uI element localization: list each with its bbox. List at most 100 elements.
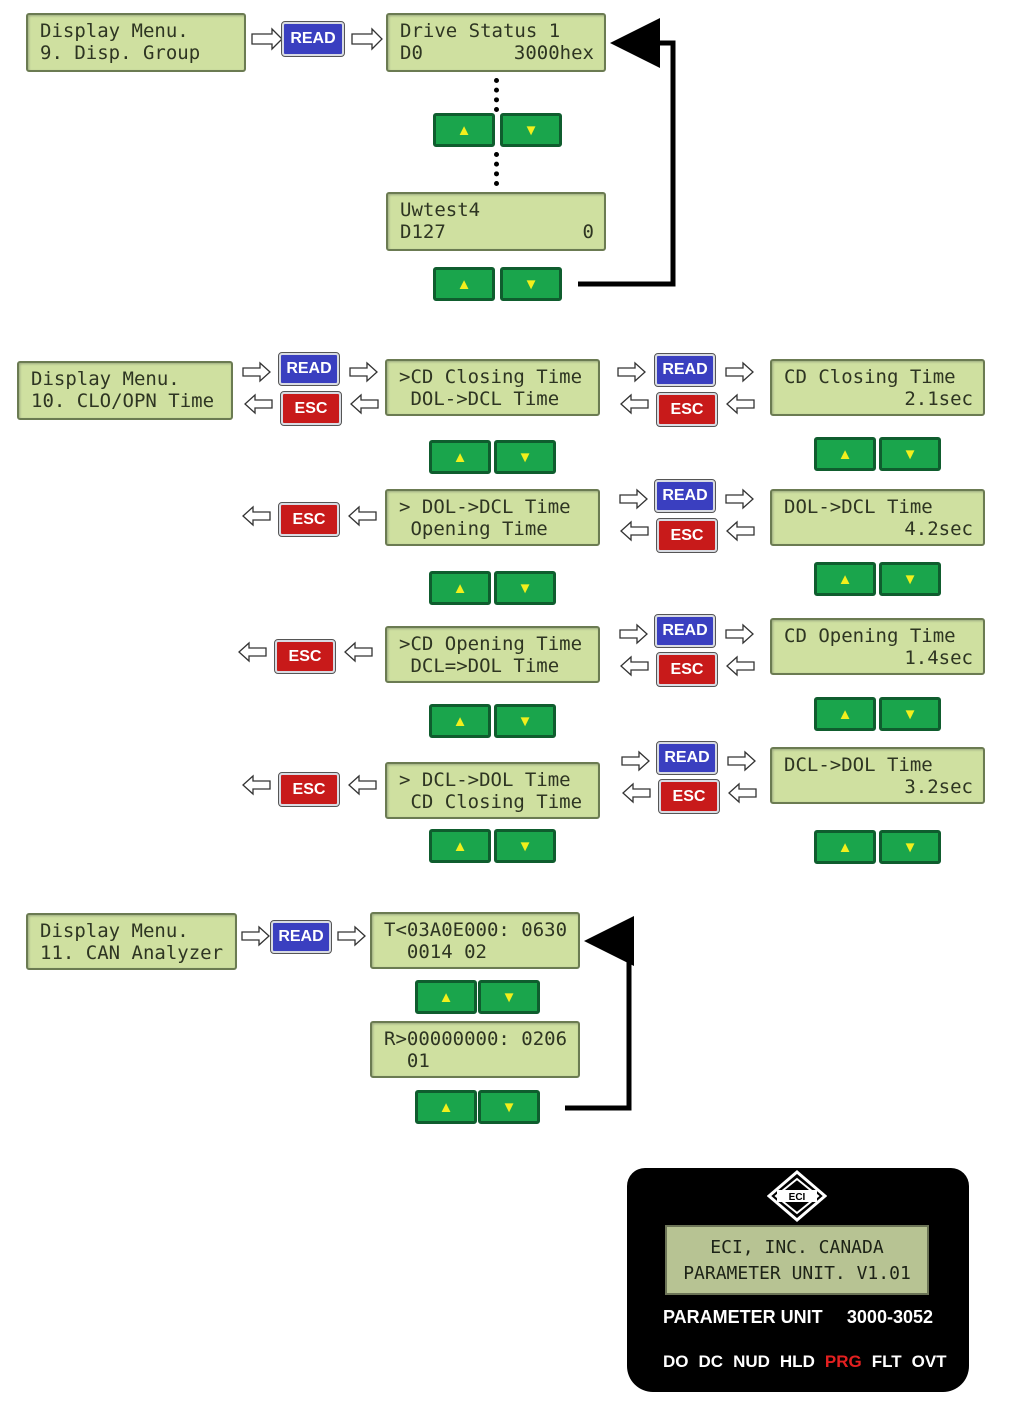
hollow-arrows xyxy=(238,27,757,947)
read-button[interactable]: READ xyxy=(656,741,718,775)
read-button[interactable]: READ xyxy=(270,920,332,954)
dol-dcl-time-select-lcd: > DOL->DCL Time Opening Time xyxy=(385,489,600,546)
down-button[interactable]: ▼ xyxy=(879,830,941,864)
arrow-right-icon xyxy=(619,623,648,645)
arrow-right-icon xyxy=(725,488,754,510)
eci-logo-icon: ECI xyxy=(767,1170,827,1222)
down-button[interactable]: ▼ xyxy=(494,440,556,474)
cd-opening-time-select-lcd: >CD Opening Time DCL=>DOL Time xyxy=(385,626,600,683)
esc-button[interactable]: ESC xyxy=(280,391,342,426)
up-button[interactable]: ▲ xyxy=(814,437,876,471)
esc-button[interactable]: ESC xyxy=(656,652,718,687)
display-menu-9-lcd: Display Menu. 9. Disp. Group xyxy=(26,13,246,72)
status-prg: PRG xyxy=(824,1352,862,1371)
down-button[interactable]: ▼ xyxy=(494,829,556,863)
esc-button[interactable]: ESC xyxy=(656,392,718,427)
up-button[interactable]: ▲ xyxy=(429,571,491,605)
arrow-right-icon xyxy=(725,361,754,383)
up-button[interactable]: ▲ xyxy=(429,704,491,738)
arrow-right-icon xyxy=(619,488,648,510)
up-button[interactable]: ▲ xyxy=(415,1090,477,1124)
arrow-left-icon xyxy=(350,393,379,415)
arrow-left-icon xyxy=(242,505,271,527)
down-button[interactable]: ▼ xyxy=(879,697,941,731)
can-tx-lcd: T<03A0E000: 0630 0014 02 xyxy=(370,912,580,969)
arrow-right-icon xyxy=(242,361,271,383)
up-button[interactable]: ▲ xyxy=(415,980,477,1014)
can-rx-lcd: R>00000000: 0206 01 xyxy=(370,1021,580,1078)
arrow-right-icon xyxy=(617,361,646,383)
arrow-left-icon xyxy=(344,641,373,663)
arrow-left-icon xyxy=(620,520,649,542)
down-button[interactable]: ▼ xyxy=(879,437,941,471)
up-button[interactable]: ▲ xyxy=(433,113,495,147)
up-button[interactable]: ▲ xyxy=(814,830,876,864)
down-button[interactable]: ▼ xyxy=(494,571,556,605)
arrow-right-icon xyxy=(349,361,378,383)
read-button[interactable]: READ xyxy=(654,614,716,648)
arrow-left-icon xyxy=(726,655,755,677)
dcl-dol-time-value-lcd: DCL->DOL Time 3.2sec xyxy=(770,747,985,804)
cd-opening-time-value-lcd: CD Opening Time 1.4sec xyxy=(770,618,985,675)
loop-back-arrow xyxy=(578,18,676,287)
arrow-left-icon xyxy=(242,774,271,796)
arrow-left-icon xyxy=(238,641,267,663)
down-button[interactable]: ▼ xyxy=(478,980,540,1014)
esc-button[interactable]: ESC xyxy=(274,639,336,674)
continuation-dots xyxy=(494,78,504,112)
status-nud: NUD xyxy=(733,1352,770,1371)
down-button[interactable]: ▼ xyxy=(879,562,941,596)
display-menu-10-lcd: Display Menu. 10. CLO/OPN Time xyxy=(17,361,233,420)
arrow-left-icon xyxy=(620,393,649,415)
arrow-left-icon xyxy=(620,655,649,677)
arrow-left-icon xyxy=(726,520,755,542)
status-hld: HLD xyxy=(779,1352,815,1371)
arrow-left-icon xyxy=(726,393,755,415)
up-button[interactable]: ▲ xyxy=(429,440,491,474)
arrow-left-icon xyxy=(728,782,757,804)
read-button[interactable]: READ xyxy=(278,352,340,386)
status-do: DO xyxy=(663,1352,689,1371)
up-button[interactable]: ▲ xyxy=(433,267,495,301)
down-button[interactable]: ▼ xyxy=(478,1090,540,1124)
up-button[interactable]: ▲ xyxy=(814,562,876,596)
arrow-right-icon xyxy=(241,925,270,947)
parameter-unit-device: ECI ECI, INC. CANADA PARAMETER UNIT. V1.… xyxy=(627,1168,969,1392)
status-flt: FLT xyxy=(871,1352,902,1371)
dcl-dol-time-select-lcd: > DCL->DOL Time CD Closing Time xyxy=(385,762,600,819)
arrow-left-icon xyxy=(622,782,651,804)
read-button[interactable]: READ xyxy=(281,21,345,57)
esc-button[interactable]: ESC xyxy=(658,779,720,814)
down-button[interactable]: ▼ xyxy=(500,267,562,301)
arrow-right-icon xyxy=(621,750,650,772)
arrow-left-icon xyxy=(244,393,273,415)
up-button[interactable]: ▲ xyxy=(429,829,491,863)
arrow-left-icon xyxy=(348,505,377,527)
arrow-right-icon xyxy=(725,623,754,645)
read-button[interactable]: READ xyxy=(654,479,716,513)
loop-back-arrow xyxy=(565,916,634,1111)
arrow-left-icon xyxy=(348,774,377,796)
status-dc: DC xyxy=(698,1352,724,1371)
esc-button[interactable]: ESC xyxy=(278,502,340,537)
esc-button[interactable]: ESC xyxy=(278,772,340,807)
arrow-right-icon xyxy=(337,925,366,947)
esc-button[interactable]: ESC xyxy=(656,518,718,553)
svg-text:ECI: ECI xyxy=(789,1192,806,1203)
read-button[interactable]: READ xyxy=(654,353,716,387)
device-status-indicators: DO DC NUD HLD PRG FLT OVT xyxy=(663,1352,947,1372)
up-button[interactable]: ▲ xyxy=(814,697,876,731)
dol-dcl-time-value-lcd: DOL->DCL Time 4.2sec xyxy=(770,489,985,546)
cd-closing-time-select-lcd: >CD Closing Time DOL->DCL Time xyxy=(385,359,600,416)
arrow-right-icon xyxy=(251,27,283,51)
continuation-dots xyxy=(494,152,504,186)
down-button[interactable]: ▼ xyxy=(500,113,562,147)
arrow-right-icon xyxy=(727,750,756,772)
arrow-right-icon xyxy=(351,27,383,51)
display-menu-11-lcd: Display Menu. 11. CAN Analyzer xyxy=(26,913,237,970)
status-ovt: OVT xyxy=(911,1352,947,1371)
down-button[interactable]: ▼ xyxy=(494,704,556,738)
